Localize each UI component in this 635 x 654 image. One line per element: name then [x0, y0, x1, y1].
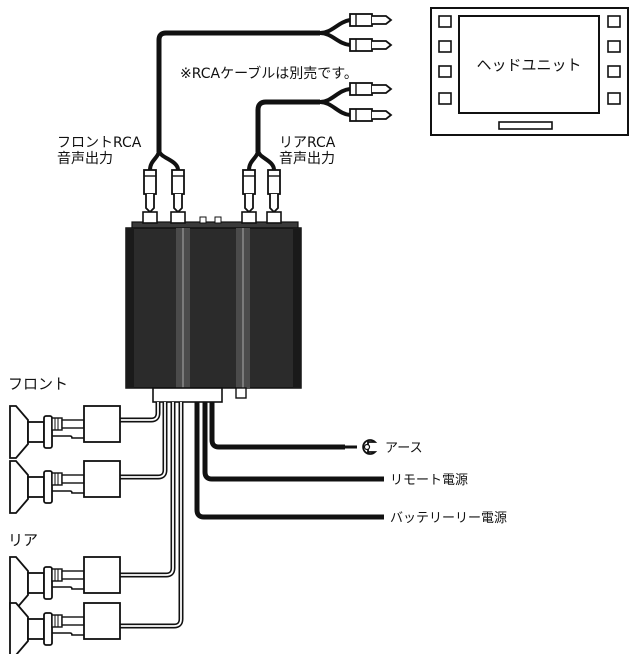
speaker-wires	[120, 402, 184, 629]
ground-terminal-icon	[345, 439, 378, 455]
amplifier	[125, 211, 302, 403]
speaker-wires-inner	[120, 402, 182, 627]
rear-rca-label-2: 音声出力	[279, 150, 335, 167]
ground-label: アース	[385, 441, 423, 456]
speaker-rear-1	[9, 556, 121, 610]
head-unit-buttons	[438, 15, 621, 105]
rear-rca-plug-bottom	[349, 108, 393, 122]
rear-speakers-label: リア	[8, 531, 38, 549]
front-rca-label-1: フロントRCA	[57, 135, 142, 151]
rca-plug-front-right	[171, 169, 185, 214]
rear-rca-cable	[247, 87, 351, 171]
power-wires	[194, 402, 384, 520]
speaker-front-2	[9, 460, 121, 514]
rca-plug-front-left	[143, 169, 157, 214]
battery-power-label: バッテリーリー電源	[390, 511, 507, 526]
remote-power-label: リモート電源	[390, 473, 468, 488]
rear-rca-plug-top	[349, 82, 393, 96]
head-unit: ヘッドユニット	[430, 7, 629, 136]
rca-note: ※RCAケーブルは別売です。	[180, 65, 358, 82]
front-speakers-label: フロント	[8, 375, 68, 393]
front-rca-plug-top	[349, 13, 393, 27]
speaker-front-1	[9, 405, 121, 459]
rca-plug-rear-left	[242, 169, 256, 214]
front-rca-plug-bottom	[349, 38, 393, 52]
rear-rca-label-1: リアRCA	[279, 135, 336, 151]
speaker-rear-2	[9, 602, 121, 654]
front-rca-cable	[148, 18, 351, 171]
front-rca-label-2: 音声出力	[57, 150, 113, 167]
rca-plug-rear-right	[267, 169, 281, 214]
head-unit-label: ヘッドユニット	[476, 56, 581, 74]
